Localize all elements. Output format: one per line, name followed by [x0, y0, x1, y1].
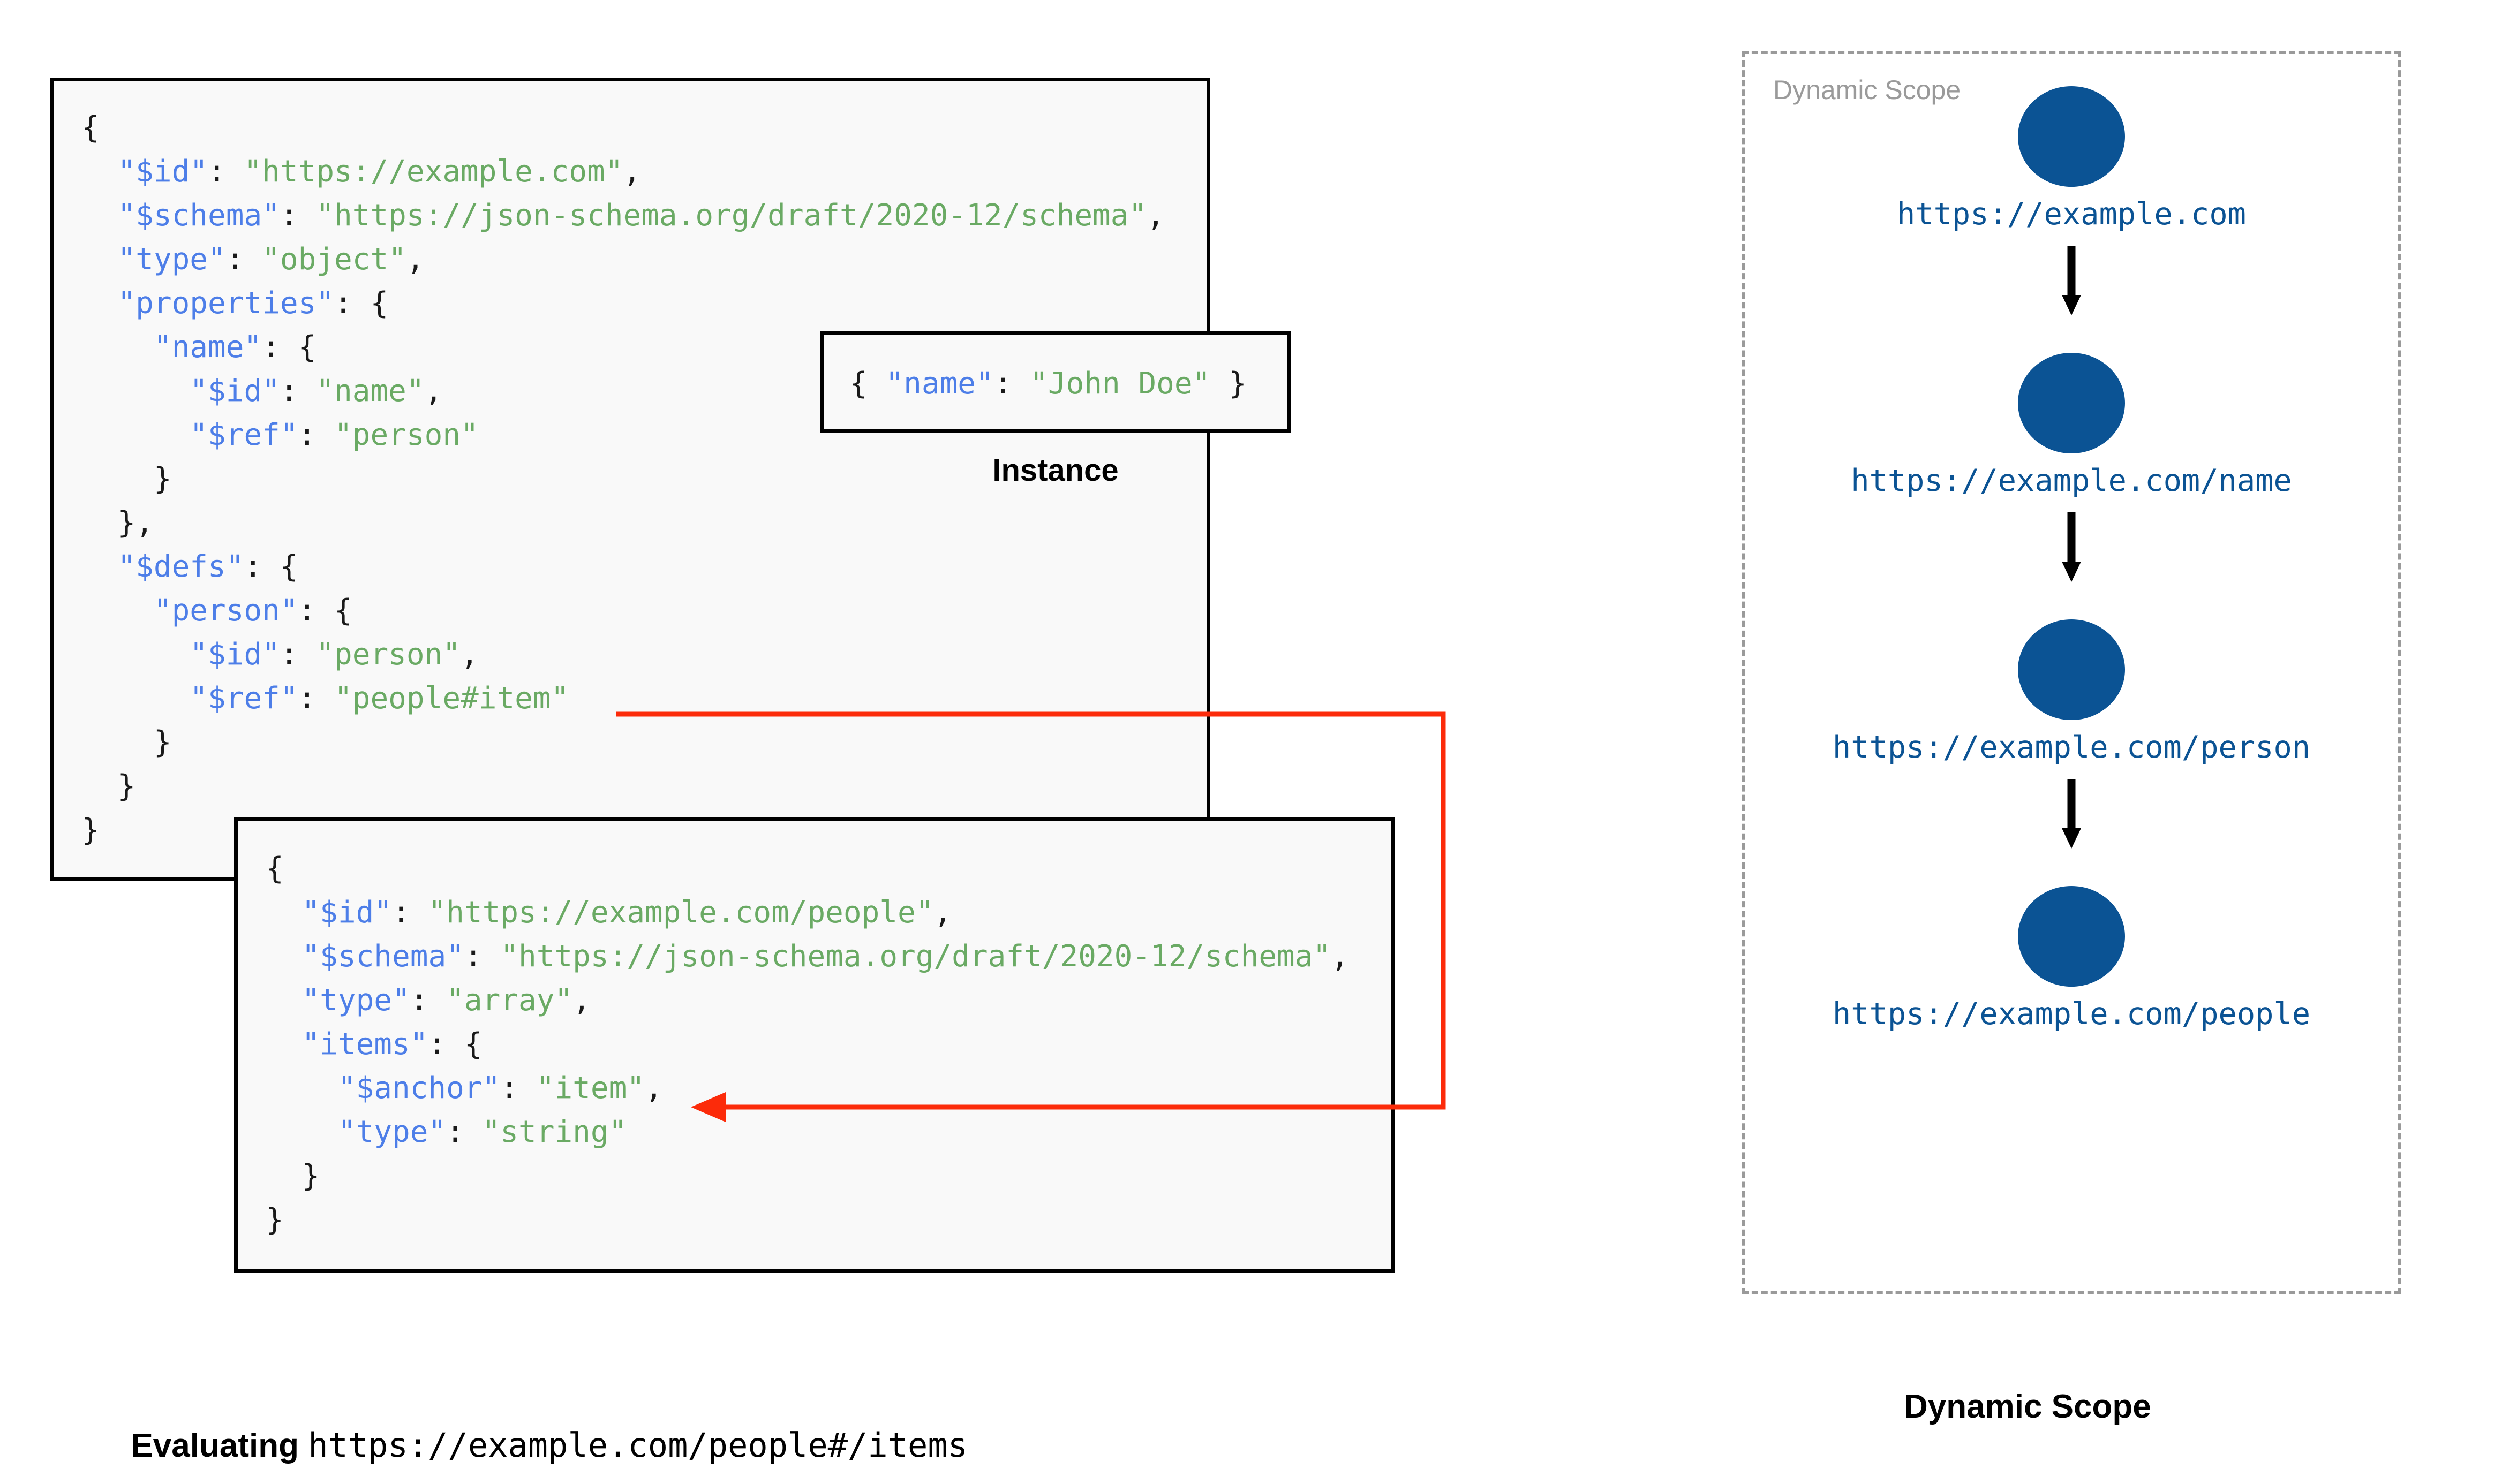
evaluating-caption-uri: https://example.com/people#/items [308, 1426, 968, 1465]
scope-url-2: https://example.com/person [1832, 730, 2311, 765]
scope-circle-icon [2018, 86, 2125, 187]
root-schema-code: { "$id": "https://example.com", "$schema… [81, 110, 1165, 847]
dynamic-scope-panel: Dynamic Scope https://example.com https:… [1742, 51, 2401, 1294]
dynamic-scope-inner-label: Dynamic Scope [1773, 75, 1961, 105]
dynamic-scope-caption: Dynamic Scope [1904, 1388, 2151, 1425]
scope-circle-icon [2018, 619, 2125, 720]
instance-box: { "name": "John Doe" } [820, 331, 1291, 433]
instance-code: { "name": "John Doe" } [849, 366, 1247, 401]
people-schema-code: { "$id": "https://example.com/people", "… [266, 851, 1349, 1237]
scope-url-1: https://example.com/name [1851, 463, 2292, 498]
dynamic-scope-flow: https://example.com https://example.com/… [1745, 54, 2398, 1291]
scope-url-0: https://example.com [1896, 196, 2247, 232]
scope-arrow-down-icon-0 [1745, 246, 2398, 316]
people-schema-box: { "$id": "https://example.com/people", "… [234, 817, 1395, 1273]
scope-node-0: https://example.com [1745, 86, 2398, 232]
scope-arrow-down-icon-2 [1745, 779, 2398, 850]
scope-circle-icon [2018, 353, 2125, 453]
instance-label: Instance [992, 453, 1119, 488]
evaluating-caption: Evaluating https://example.com/people#/i… [112, 1388, 968, 1465]
evaluating-caption-prefix: Evaluating [131, 1427, 308, 1464]
scope-node-2: https://example.com/person [1745, 619, 2398, 765]
scope-url-3: https://example.com/people [1832, 996, 2311, 1032]
scope-node-3: https://example.com/people [1745, 886, 2398, 1032]
scope-circle-icon [2018, 886, 2125, 987]
scope-node-1: https://example.com/name [1745, 353, 2398, 498]
scope-arrow-down-icon-1 [1745, 512, 2398, 583]
